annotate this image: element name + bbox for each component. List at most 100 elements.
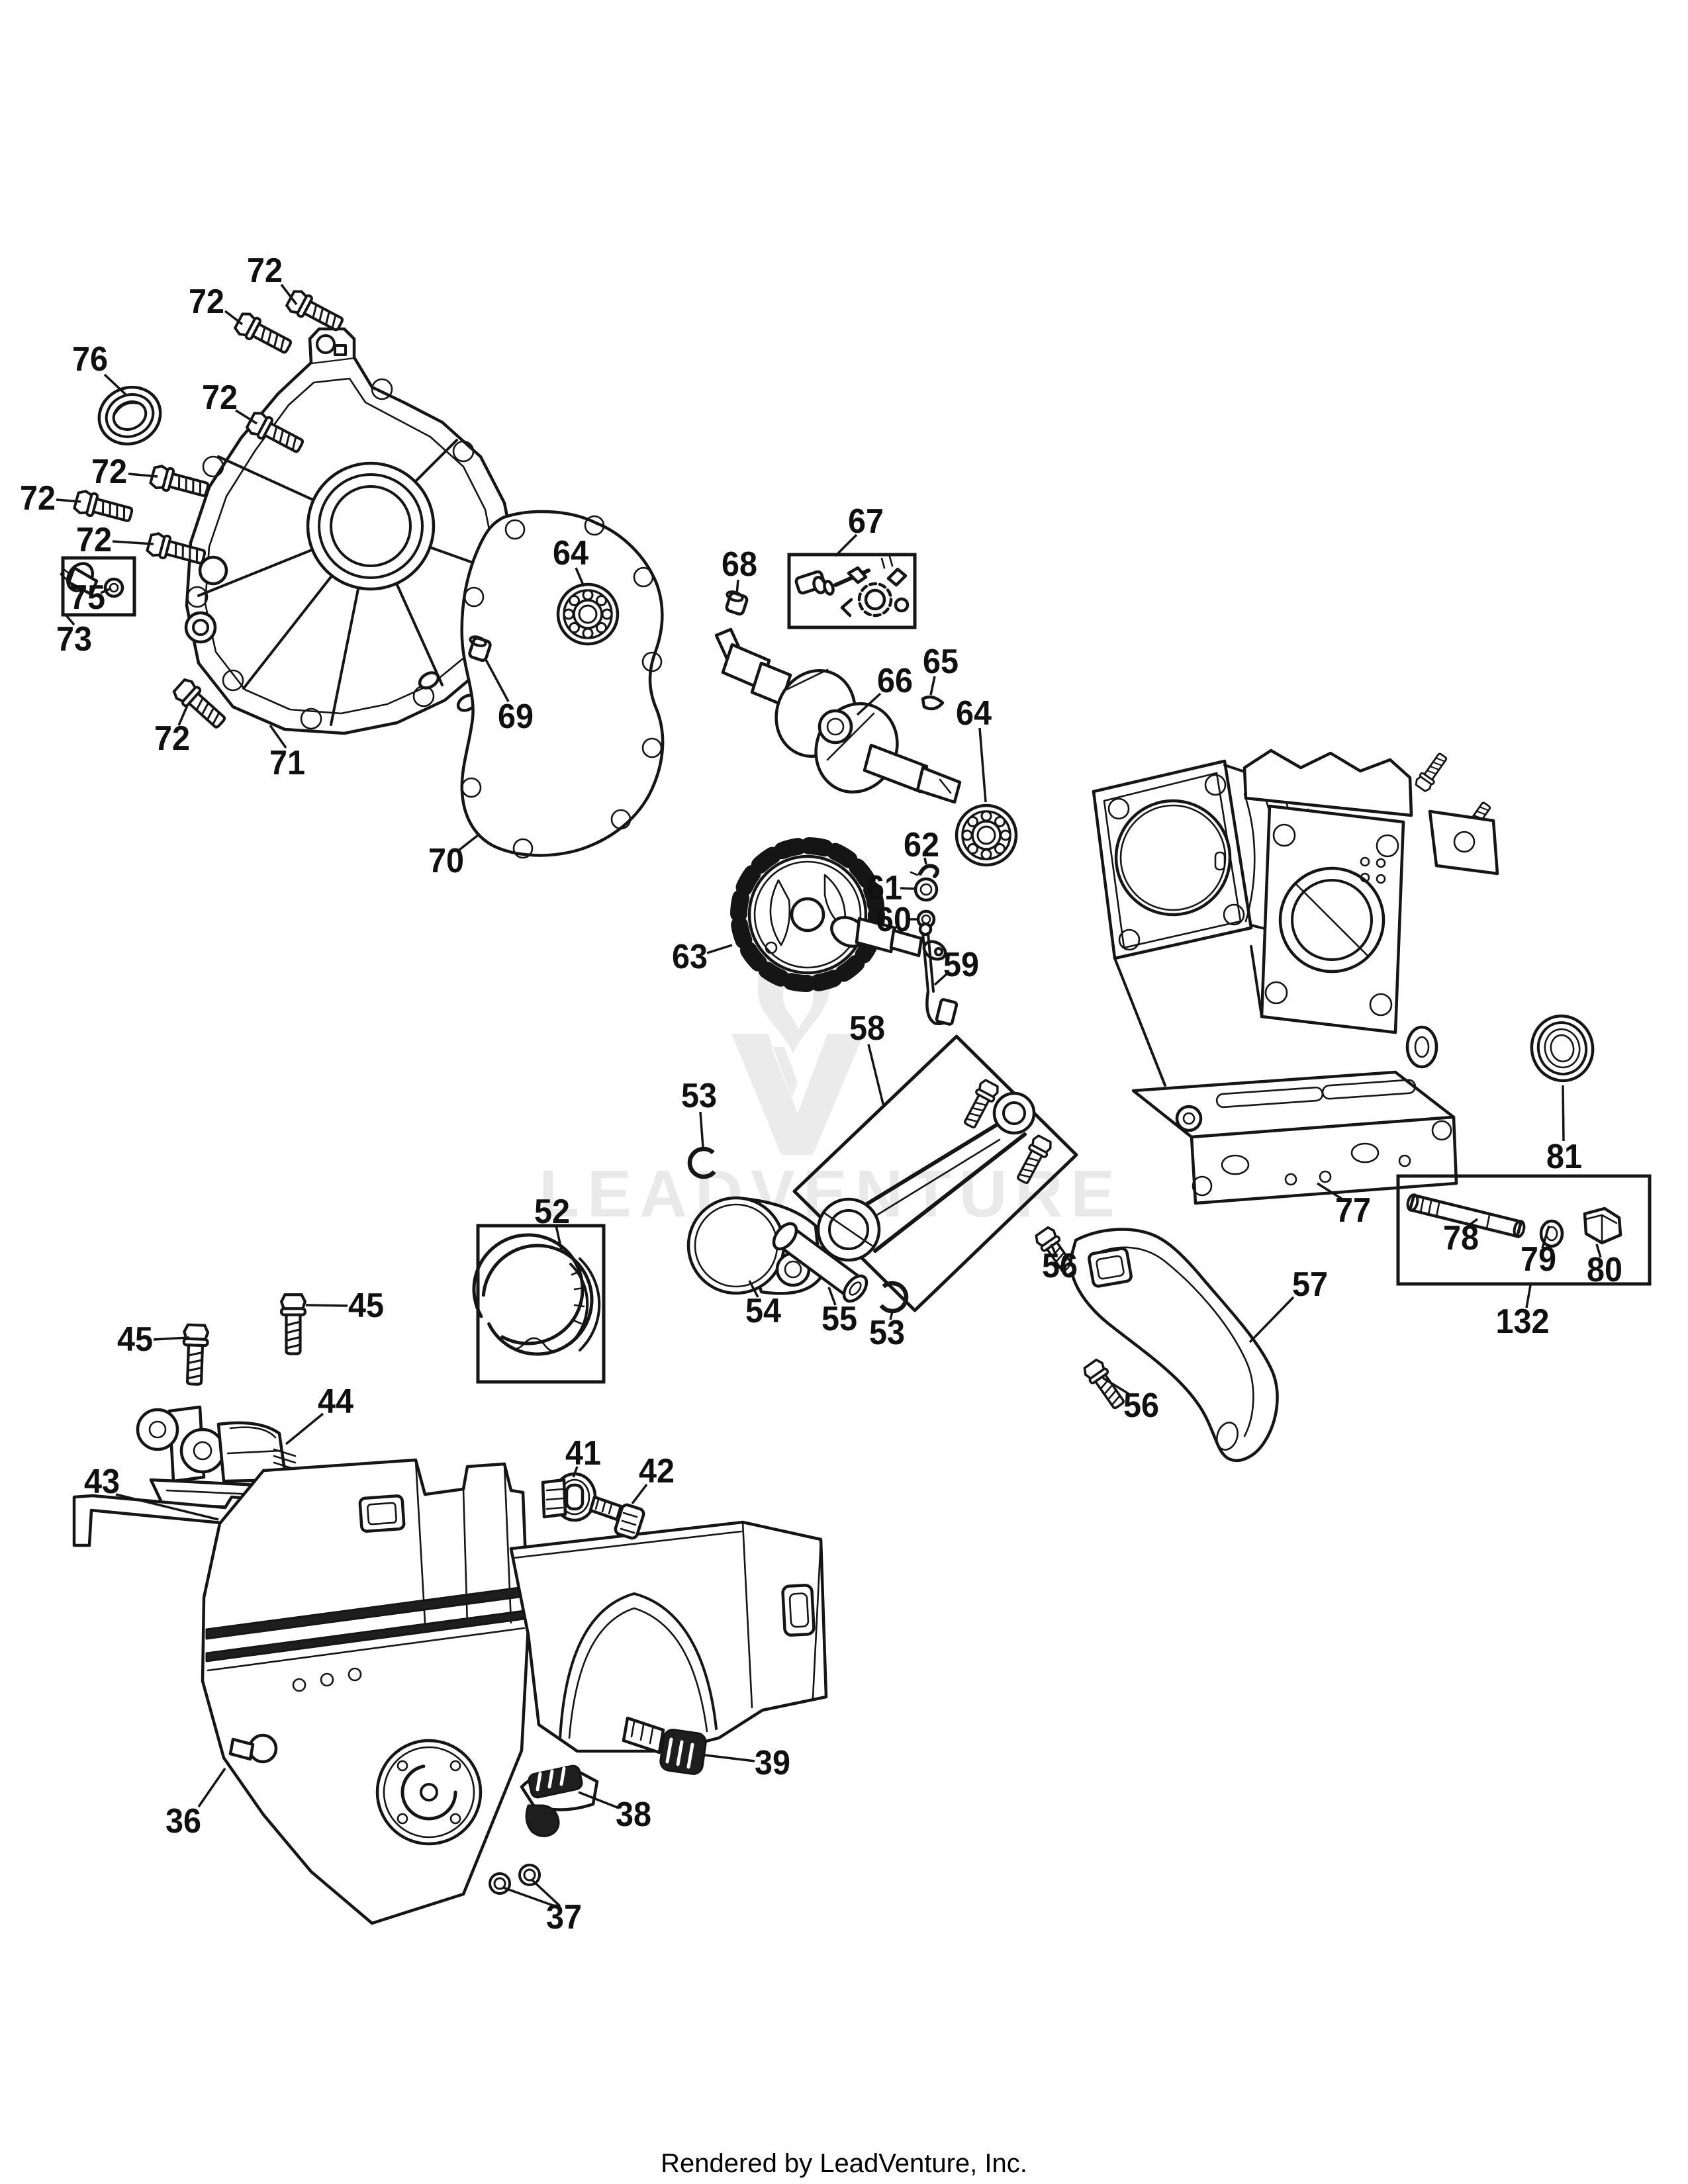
leader-line-72a (280, 283, 298, 306)
kit-box-73 (61, 556, 136, 617)
rect-shape (659, 1729, 707, 1775)
leader-line-63 (706, 944, 733, 954)
circle-shape (641, 737, 663, 758)
circle-shape (641, 651, 663, 672)
leader-line-72e (56, 498, 81, 503)
leader-line-37 (530, 1878, 561, 1907)
path-shape (228, 1737, 255, 1761)
circle-shape (383, 1746, 475, 1839)
path-shape (568, 1607, 708, 1739)
part-label-43: 43 (84, 1463, 120, 1501)
part-label-64b: 64 (956, 694, 992, 733)
circle-shape (348, 1667, 362, 1682)
part-label-45a: 45 (348, 1287, 384, 1325)
circle-shape (320, 1672, 334, 1687)
part-label-66: 66 (877, 662, 913, 700)
piston-ring-set-52 (472, 1233, 601, 1356)
rect-shape (788, 1592, 810, 1628)
part-label-72e: 72 (20, 479, 56, 518)
path-shape (536, 1766, 566, 1792)
path-shape (502, 1337, 563, 1353)
path-shape (785, 668, 875, 761)
governor-clip-62 (910, 864, 939, 878)
leader-line-71 (269, 724, 287, 749)
ellipse-shape (469, 635, 487, 647)
circle-shape (186, 586, 209, 608)
use-shape (148, 463, 212, 502)
part-label-64a: 64 (553, 534, 588, 572)
flange-nut-37-left (489, 1872, 511, 1895)
ellipse-shape (1536, 1021, 1588, 1075)
leader-line-69 (484, 658, 510, 702)
circle-shape (1182, 1112, 1196, 1125)
circle-shape (1376, 874, 1386, 884)
circle-shape (1272, 823, 1296, 847)
circle-shape (919, 883, 933, 896)
circle-shape (222, 669, 244, 692)
ellipse-shape (97, 385, 162, 446)
part-label-72b: 72 (189, 283, 224, 321)
leader-line-39 (704, 1754, 755, 1762)
path-shape (545, 1488, 564, 1510)
part-label-78: 78 (1443, 1219, 1479, 1257)
leader-line-59 (933, 972, 949, 986)
leader-line-52 (555, 1225, 563, 1250)
path-shape (910, 871, 919, 876)
kit-box-58 (792, 1034, 1078, 1312)
path-shape (1069, 1228, 1279, 1462)
leader-line-76 (103, 373, 128, 397)
cylinder-shield-57 (1069, 1228, 1279, 1462)
oil-dipstick-59 (918, 922, 959, 1026)
circle-shape (1291, 879, 1373, 961)
circle-shape (504, 519, 526, 540)
circle-shape (730, 837, 885, 992)
rect-shape (935, 998, 959, 1026)
circle-shape (1360, 872, 1370, 883)
part-label-79: 79 (1521, 1240, 1556, 1279)
path-shape (871, 1138, 1001, 1219)
circle-shape (316, 334, 336, 354)
circle-shape (306, 461, 436, 591)
cylinder-block-77 (1092, 749, 1499, 1205)
use-shape (959, 1077, 1002, 1132)
circle-shape (461, 777, 482, 798)
circle-shape (1284, 1173, 1297, 1186)
circle-shape (300, 707, 322, 730)
path-shape (630, 1721, 654, 1745)
circle-shape (1175, 1105, 1203, 1132)
circle-shape (198, 555, 228, 586)
leader-line-73 (65, 614, 75, 626)
circle-shape (400, 1764, 457, 1821)
circle-shape (375, 1739, 483, 1846)
part-label-80: 80 (1587, 1251, 1622, 1289)
path-shape (1585, 1214, 1618, 1243)
leader-line-38 (578, 1791, 620, 1809)
circle-shape (397, 1813, 408, 1825)
part-label-76: 76 (72, 340, 108, 379)
shield-bolt-56-lower (1080, 1357, 1129, 1413)
part-label-59: 59 (943, 946, 979, 984)
path-shape (594, 1498, 613, 1515)
part-label-75: 75 (70, 578, 105, 617)
circle-shape (1376, 858, 1386, 868)
breather-bolt-45-right (281, 1295, 305, 1353)
part-label-41: 41 (565, 1434, 601, 1473)
circle-shape (1319, 1170, 1332, 1183)
part-label-132: 132 (1496, 1302, 1550, 1341)
part-label-70: 70 (428, 842, 464, 880)
leader-line-61 (900, 887, 915, 890)
circle-shape (1118, 929, 1141, 951)
rect-shape (1214, 851, 1226, 871)
path-shape (67, 566, 99, 596)
circle-shape (318, 473, 424, 579)
circle-shape (449, 1760, 461, 1772)
rect-shape (565, 1483, 585, 1511)
path-shape (665, 1737, 694, 1769)
path-shape (620, 1512, 638, 1534)
kit-box-132 (1396, 1174, 1652, 1286)
path-shape (509, 1520, 828, 1753)
ellipse-shape (1350, 1142, 1380, 1163)
leader-line-79 (1541, 1225, 1550, 1249)
g-shape (1107, 774, 1245, 951)
